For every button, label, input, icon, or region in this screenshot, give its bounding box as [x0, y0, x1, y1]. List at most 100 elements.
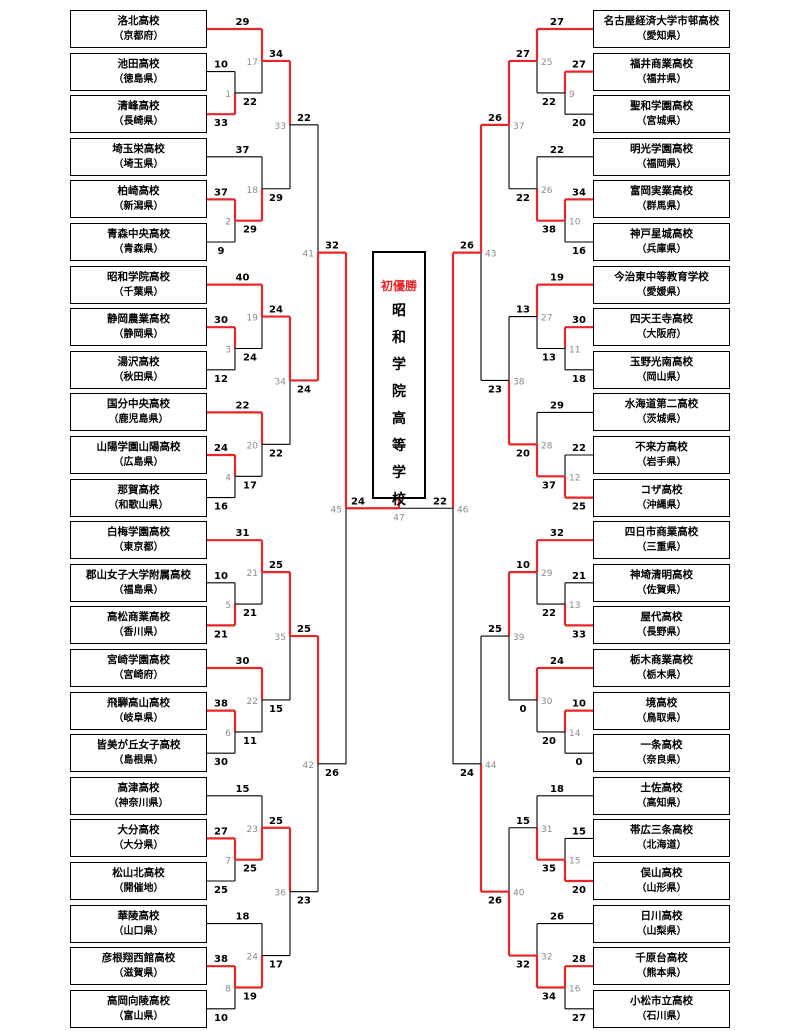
team-prefecture: （滋賀県）: [113, 968, 164, 980]
team-box: 明光学園高校（福岡県）: [593, 137, 730, 176]
team-prefecture: （青森県）: [113, 244, 164, 255]
team-box: 聖和学園高校（宮城県）: [593, 95, 730, 134]
score-label: 25: [297, 624, 311, 635]
score-label: 15: [236, 784, 250, 795]
team-name: 洛北高校: [117, 15, 160, 27]
champion-school-char: 学: [392, 357, 406, 373]
score-label: 38: [214, 699, 228, 710]
score-label: 22: [550, 145, 564, 156]
team-name: 土佐高校: [640, 781, 683, 794]
score-label: 38: [542, 225, 556, 236]
team-name: 玉野光南高校: [630, 355, 693, 368]
score-label: 15: [572, 826, 586, 837]
score-label: 29: [236, 17, 250, 28]
match-number: 7: [225, 857, 231, 867]
team-name: 昭和学院高校: [107, 270, 170, 283]
team-name: 山陽学園山陽高校: [96, 441, 181, 453]
team-prefecture: （大阪府）: [636, 329, 687, 341]
score-label: 30: [214, 757, 228, 768]
match-number: 15: [569, 857, 580, 867]
team-name: 白梅学園高校: [107, 526, 170, 539]
team-name: 小松市立高校: [630, 994, 693, 1007]
team-name: 那賀高校: [117, 483, 160, 496]
score-label: 22: [433, 496, 447, 507]
score-label: 24: [351, 496, 365, 507]
score-label: 24: [243, 353, 257, 364]
team-name: 一条高校: [640, 739, 683, 752]
score-label: 16: [572, 246, 586, 257]
score-label: 22: [542, 97, 556, 108]
team-prefecture: （岡山県）: [636, 371, 687, 383]
score-label: 19: [243, 992, 257, 1003]
score-label: 24: [269, 305, 283, 316]
score-label: 25: [269, 560, 283, 571]
team-box: 境高校 （鳥取県）: [593, 691, 730, 730]
team-prefecture: （福岡県）: [636, 158, 687, 170]
team-prefecture: （山形県）: [636, 883, 687, 894]
match-number: 18: [247, 186, 259, 196]
score-label: 31: [236, 528, 250, 539]
match-number: 13: [569, 601, 580, 611]
team-name: 聖和学園高校: [630, 100, 693, 113]
team-box: 青森中央高校 （青森県）: [70, 223, 207, 261]
match-number: 27: [541, 314, 552, 324]
team-name: 静岡農業高校: [107, 313, 170, 326]
score-label: 10: [214, 1013, 228, 1024]
score-label: 12: [214, 374, 228, 385]
team-prefecture: （三重県）: [636, 542, 687, 554]
team-prefecture: （大分県）: [113, 840, 164, 852]
score-label: 34: [572, 187, 586, 198]
team-prefecture: （長崎県）: [113, 116, 164, 128]
team-prefecture: （富山県）: [113, 1010, 164, 1022]
team-box: 池田高校（徳島県）: [70, 52, 207, 91]
team-name: 郡山女子大学附属高校: [86, 568, 191, 581]
score-label: 24: [214, 443, 228, 454]
match-number: 32: [541, 953, 552, 963]
team-prefecture: （奈良県）: [636, 755, 687, 767]
team-prefecture: （東京都）: [113, 542, 164, 554]
match-number: 39: [513, 633, 525, 643]
team-prefecture: （愛知県）: [636, 31, 687, 42]
score-label: 19: [550, 273, 564, 284]
score-label: 17: [269, 960, 283, 971]
team-name: 高松商業高校: [107, 611, 170, 624]
team-box: 大分高校（大分県）: [70, 819, 207, 858]
score-label: 30: [214, 315, 228, 326]
score-label: 22: [243, 97, 257, 108]
score-label: 18: [236, 912, 250, 923]
team-prefecture: （山梨県）: [636, 925, 687, 937]
team-name: 華陵高校: [117, 909, 160, 922]
team-prefecture: （福島県）: [113, 584, 164, 596]
team-prefecture: （栃木県）: [636, 670, 687, 681]
team-prefecture: （長野県）: [636, 627, 687, 639]
team-name: 今治東中等教育学校: [614, 270, 709, 283]
score-label: 37: [236, 145, 250, 156]
score-label: 0: [576, 757, 583, 768]
team-box: 皆美が丘女子高校（島根県）: [70, 734, 207, 773]
team-name: 青森中央高校: [107, 228, 170, 240]
score-label: 20: [572, 118, 586, 129]
team-box: 一条高校 （奈良県）: [593, 734, 730, 773]
team-prefecture: （岩手県）: [636, 457, 687, 468]
match-number: 29: [541, 569, 553, 579]
team-name: 皆美が丘女子高校: [96, 739, 181, 752]
match-number: 1: [225, 90, 231, 100]
match-number: 20: [247, 441, 259, 451]
team-name: 福井商業高校: [630, 57, 693, 70]
team-box: 日川高校（山梨県）: [593, 904, 730, 943]
score-label: 18: [550, 784, 564, 795]
match-number: 41: [303, 250, 314, 260]
team-box: 郡山女子大学附属高校 （福島県）: [70, 563, 207, 602]
team-prefecture: （広島県）: [113, 457, 164, 468]
team-prefecture: （北海道）: [636, 840, 687, 852]
team-box: 那賀高校（和歌山県）: [70, 478, 207, 517]
match-number: 8: [225, 985, 231, 995]
team-box: 清峰高校 （長崎県）: [70, 95, 207, 134]
team-name: 境高校: [645, 696, 678, 709]
match-number: 34: [275, 377, 287, 387]
team-box: 宮崎学園高校（宮崎府）: [70, 649, 207, 687]
team-name: 清峰高校: [117, 100, 160, 113]
team-name: 彦根翔西館高校: [101, 952, 176, 965]
team-prefecture: （鳥取県）: [636, 712, 687, 724]
score-label: 22: [269, 448, 283, 459]
